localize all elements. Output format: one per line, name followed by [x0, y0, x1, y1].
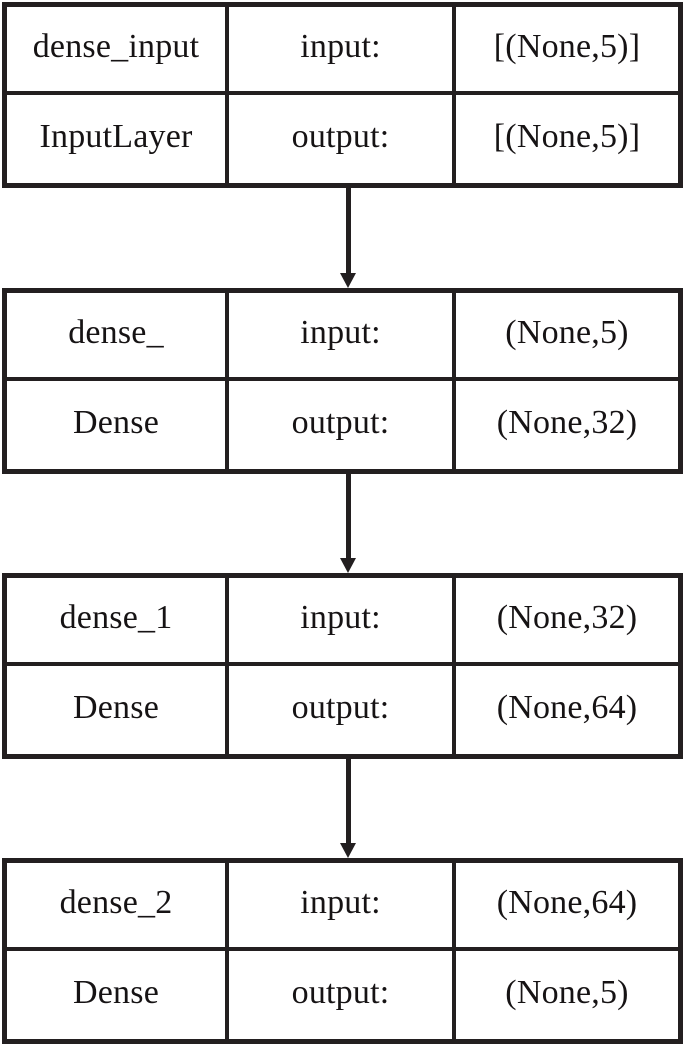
arrowhead-down-icon [340, 273, 356, 288]
node-input-shape: (None,5) [505, 314, 629, 351]
edge-arrow-2 [340, 759, 357, 858]
node-name: dense_ [7, 293, 229, 377]
node-output-label: output: [229, 666, 456, 754]
node-row-input: dense_2 input: (None,64) [7, 863, 678, 951]
node-row-input: dense_input input: [(None,5)] [7, 7, 678, 95]
node-output-label: output: [229, 951, 456, 1039]
arrow-shaft [346, 759, 351, 843]
node-output-shape: [(None,5)] [493, 118, 641, 155]
node-row-input: dense_ input: (None,5) [7, 293, 678, 381]
node-input-shape: (None,32) [496, 599, 638, 636]
node-output-label: output: [229, 381, 456, 469]
node-output-shape: (None,5) [505, 974, 629, 1011]
node-dense: dense_ input: (None,5) Dense output: (No… [2, 288, 683, 474]
node-input-shape: [(None,5)] [493, 28, 641, 65]
node-input-label: input: [229, 7, 456, 91]
edge-arrow-0 [340, 188, 357, 288]
node-name: dense_1 [7, 578, 229, 662]
node-name: dense_input [7, 7, 229, 91]
edge-arrow-1 [340, 474, 357, 573]
arrowhead-down-icon [340, 843, 356, 858]
node-row-input: dense_1 input: (None,32) [7, 578, 678, 666]
node-input-label: input: [229, 578, 456, 662]
node-input-shape: (None,64) [496, 884, 638, 921]
node-type: Dense [7, 381, 229, 469]
arrowhead-down-icon [340, 558, 356, 573]
node-dense-input: dense_input input: [(None,5)] InputLayer… [2, 2, 683, 188]
node-type: InputLayer [7, 95, 229, 183]
arrow-shaft [346, 474, 351, 558]
node-output-shape: (None,64) [496, 689, 638, 726]
node-row-output: Dense output: (None,5) [7, 951, 678, 1039]
node-dense-2: dense_2 input: (None,64) Dense output: (… [2, 858, 683, 1044]
node-row-output: Dense output: (None,64) [7, 666, 678, 754]
node-type: Dense [7, 951, 229, 1039]
node-output-shape: (None,32) [496, 404, 638, 441]
node-name: dense_2 [7, 863, 229, 947]
node-type: Dense [7, 666, 229, 754]
arrow-shaft [346, 188, 351, 273]
node-row-output: Dense output: (None,32) [7, 381, 678, 469]
node-input-label: input: [229, 293, 456, 377]
node-dense-1: dense_1 input: (None,32) Dense output: (… [2, 573, 683, 759]
node-row-output: InputLayer output: [(None,5)] [7, 95, 678, 183]
node-input-label: input: [229, 863, 456, 947]
node-output-label: output: [229, 95, 456, 183]
